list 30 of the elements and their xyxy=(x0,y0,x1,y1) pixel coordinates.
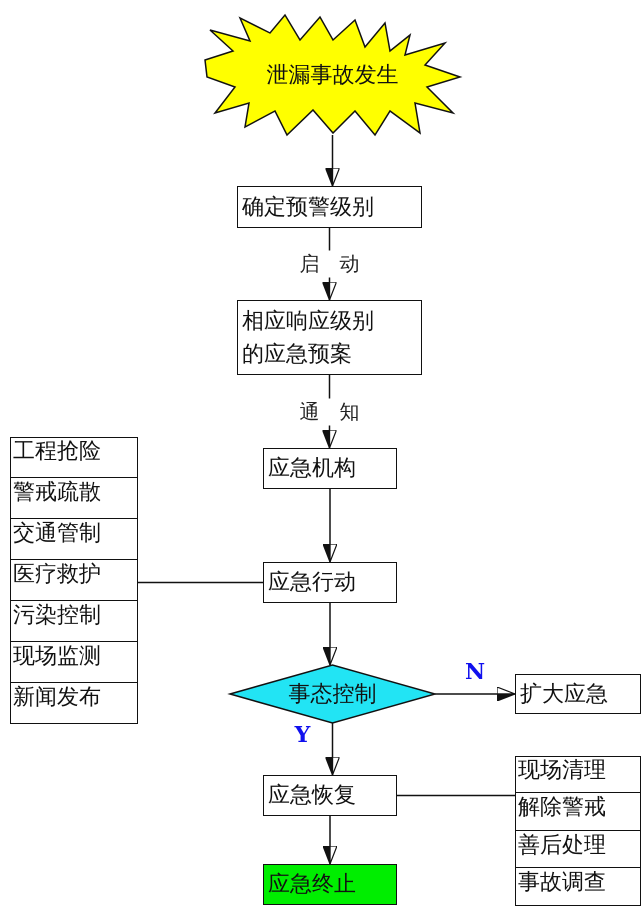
arrow xyxy=(435,686,516,702)
action-item: 新闻发布 xyxy=(11,682,137,724)
process-box: 相应响应级别的应急预案 xyxy=(237,300,422,375)
action-item: 解除警戒 xyxy=(516,793,640,830)
starburst-shape: 泄漏事故发生 xyxy=(205,15,460,135)
action-item: 事故调查 xyxy=(516,868,640,906)
decision-diamond: 事态控制 xyxy=(230,665,435,723)
action-item: 现场清理 xyxy=(516,756,640,793)
arrow xyxy=(324,135,340,187)
action-item: 交通管制 xyxy=(11,518,137,560)
connector-line xyxy=(138,582,263,584)
arrow xyxy=(322,816,338,865)
list-panel xyxy=(10,437,138,724)
arrow xyxy=(324,723,340,776)
process-box: 应急恢复 xyxy=(263,775,397,816)
action-item: 工程抢险 xyxy=(11,436,137,478)
action-item: 医疗救护 xyxy=(11,560,137,600)
arrow xyxy=(322,603,338,666)
action-item: 善后处理 xyxy=(516,830,640,868)
end-box: 应急终止 xyxy=(263,864,397,905)
process-box: 确定预警级别 xyxy=(237,186,422,228)
action-item: 警戒疏散 xyxy=(11,478,137,518)
action-item: 现场监测 xyxy=(11,642,137,682)
connector-line xyxy=(397,794,515,796)
process-box: 应急行动 xyxy=(263,562,397,603)
arrow xyxy=(322,489,338,563)
action-item: 污染控制 xyxy=(11,600,137,642)
list-panel xyxy=(515,756,641,906)
process-box: 扩大应急 xyxy=(515,674,641,714)
process-box: 应急机构 xyxy=(263,448,397,489)
